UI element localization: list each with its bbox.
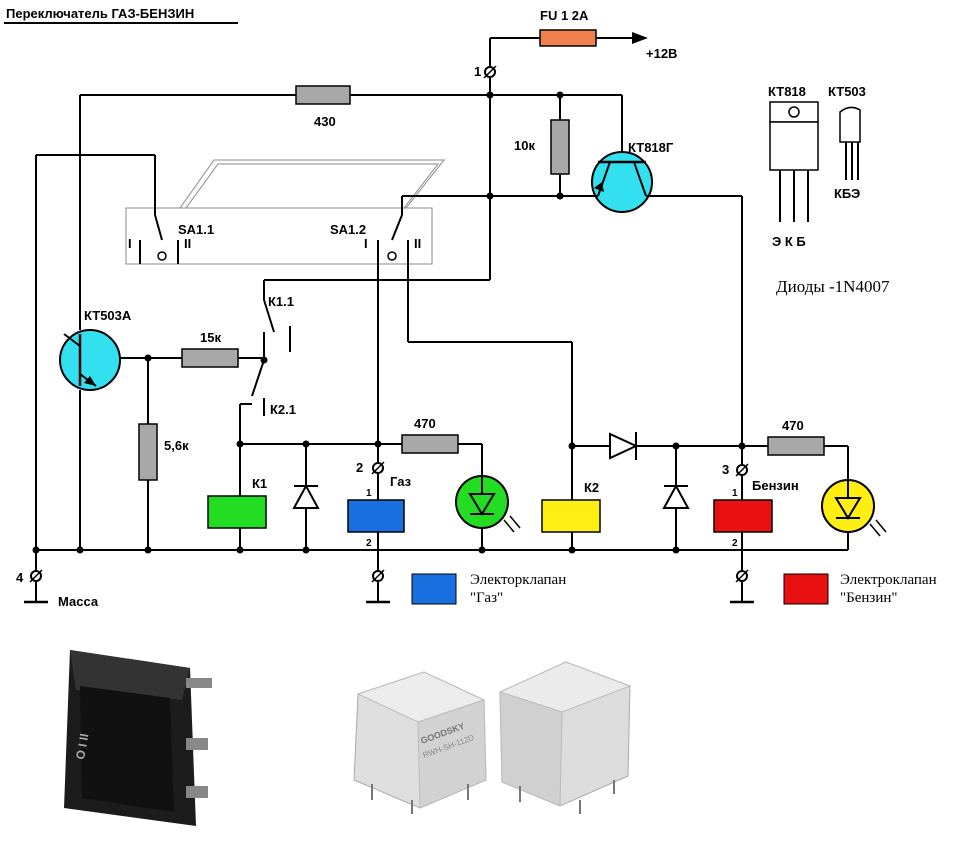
gas-valve xyxy=(347,499,405,533)
gas-valve-label: Газ xyxy=(390,474,412,489)
resistor-430-label: 430 xyxy=(314,114,336,129)
petrol-valve xyxy=(713,499,773,533)
resistor-470-gas xyxy=(401,434,459,454)
resistor-10k xyxy=(550,119,570,175)
svg-text:2: 2 xyxy=(732,538,738,549)
svg-text:КТ503: КТ503 xyxy=(828,84,866,99)
legend-gas-swatch xyxy=(411,573,457,605)
relay-contact-k1-1: К1.1 xyxy=(263,294,294,352)
led-gas xyxy=(455,475,521,533)
diagram-title: Переключатель ГАЗ-БЕНЗИН xyxy=(6,6,194,21)
svg-text:1: 1 xyxy=(732,488,738,499)
relay-k2-label: К2 xyxy=(584,480,599,495)
ground-petrol xyxy=(730,569,754,604)
rocker-switch-photo: O I II xyxy=(64,650,212,826)
svg-text:2: 2 xyxy=(366,538,372,549)
resistor-430 xyxy=(295,85,351,105)
fuse-label: FU 1 2A xyxy=(540,8,589,23)
svg-text:II: II xyxy=(184,236,191,251)
svg-text:II: II xyxy=(414,236,421,251)
legend-gas-line2: "Газ" xyxy=(470,590,503,606)
svg-text:SA1.1: SA1.1 xyxy=(178,222,214,237)
diode-k2 xyxy=(662,446,690,550)
legend-gas-line1: Электорклапан xyxy=(470,572,566,588)
legend-petrol-line1: Электроклапан xyxy=(840,572,937,588)
legend-petrol-line2: "Бензин" xyxy=(840,590,898,606)
switch-sa1-link xyxy=(179,159,446,209)
diode-series xyxy=(609,432,639,460)
fuse xyxy=(539,29,597,47)
ground-gas xyxy=(366,569,390,604)
svg-text:КБЭ: КБЭ xyxy=(834,186,860,201)
resistor-470-petrol-label: 470 xyxy=(782,418,804,433)
svg-text:I: I xyxy=(364,236,368,251)
resistor-5-6k xyxy=(138,423,158,481)
diodes-note: Диоды -1N4007 xyxy=(776,277,890,296)
relays-photo: GOODSKY RWH-SH-112D xyxy=(353,661,632,814)
resistor-15k xyxy=(181,348,239,368)
svg-text:I: I xyxy=(128,236,132,251)
switch-sa1-body xyxy=(125,207,433,265)
svg-text:3: 3 xyxy=(722,462,729,477)
relay-contact-k2-1: К2.1 xyxy=(251,359,296,417)
transistor-kt503a: КТ503А xyxy=(59,308,132,391)
kt503-pinout: КТ503 КБЭ xyxy=(828,84,866,201)
kt818g-label: КТ818Г xyxy=(628,140,674,155)
switch-sa1-2: SA1.2 I II xyxy=(330,195,490,264)
svg-text:1: 1 xyxy=(474,64,481,79)
svg-text:1: 1 xyxy=(366,488,372,499)
resistor-10k-label: 10к xyxy=(514,138,535,153)
resistor-470-petrol xyxy=(767,436,825,456)
svg-text:КТ818: КТ818 xyxy=(768,84,806,99)
legend-petrol-swatch xyxy=(783,573,829,605)
terminal-4: 4 xyxy=(16,569,48,604)
svg-text:К2.1: К2.1 xyxy=(270,402,296,417)
svg-text:4: 4 xyxy=(16,570,24,585)
resistor-15k-label: 15к xyxy=(200,330,221,345)
relay-k2 xyxy=(541,499,601,533)
resistor-5-6k-label: 5,6к xyxy=(164,438,189,453)
terminal-2: 2 xyxy=(356,460,385,475)
kt503a-label: КТ503А xyxy=(84,308,132,323)
arrow-icon xyxy=(632,32,648,44)
ground-label: Масса xyxy=(58,594,99,609)
svg-text:SA1.2: SA1.2 xyxy=(330,222,366,237)
svg-text:2: 2 xyxy=(356,460,363,475)
kt818-pinout: КТ818 Э К Б xyxy=(768,84,819,249)
resistor-470-gas-label: 470 xyxy=(414,416,436,431)
svg-text:O I II: O I II xyxy=(73,732,91,760)
supply-line: FU 1 2A +12В xyxy=(489,8,677,72)
terminal-3: 3 xyxy=(722,462,749,477)
svg-text:К1.1: К1.1 xyxy=(268,294,294,309)
transistor-kt818g: КТ818Г xyxy=(591,95,674,213)
petrol-valve-label: Бензин xyxy=(752,478,799,493)
terminal-1: 1 xyxy=(474,64,497,79)
switch-sa1-1: SA1.1 I II xyxy=(128,155,214,264)
relay-k1-label: К1 xyxy=(252,476,267,491)
svg-text:Э К Б: Э К Б xyxy=(772,234,806,249)
led-petrol xyxy=(821,479,887,537)
diode-k1 xyxy=(292,444,320,550)
relay-k1 xyxy=(207,495,267,529)
supply-label: +12В xyxy=(646,46,677,61)
